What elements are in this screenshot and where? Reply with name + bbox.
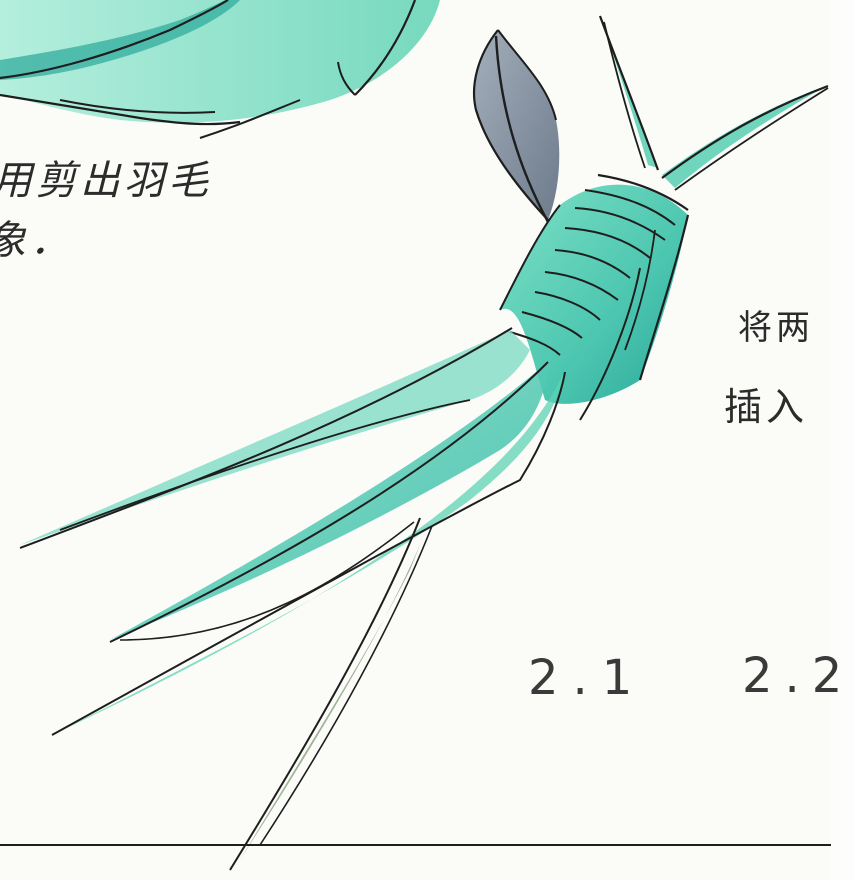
wrapped-bundle [499, 173, 690, 421]
left-note-line-1: 用剪出羽毛 [0, 158, 212, 204]
step-label-first: 2.1 [528, 650, 647, 706]
spike-feathers [598, 15, 829, 191]
sketch-canvas: 用剪出羽毛 象． 将两 插入 2.1 2.2 [0, 0, 843, 871]
grass-blade [229, 517, 433, 871]
grey-feather [472, 29, 560, 223]
right-note-line-1: 将两 [738, 308, 814, 348]
step-label-second: 2.2 [742, 648, 854, 704]
top-feather-fragment [0, 0, 440, 139]
left-note-line-2: 象． [0, 218, 74, 264]
feather-illustration [0, 0, 831, 871]
right-note-line-2: 插入 [724, 385, 809, 429]
long-tail-feathers [19, 327, 566, 736]
